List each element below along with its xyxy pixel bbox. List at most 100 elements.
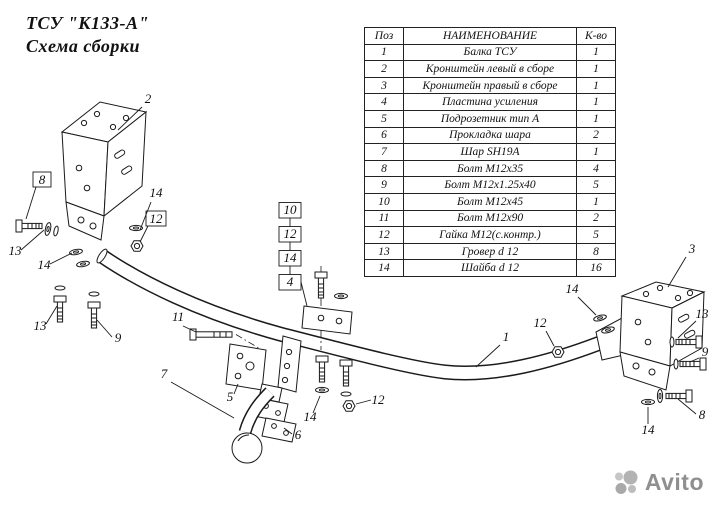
slot-hole [678, 313, 690, 323]
bolt-icon [53, 295, 67, 323]
cell-qty: 5 [576, 226, 616, 244]
bolt-hole [686, 289, 694, 297]
cell-name: Шар SH19A [403, 143, 577, 161]
center-line [235, 334, 263, 351]
callout-number: 12 [284, 226, 298, 241]
cell-name: Прокладка шара [403, 126, 577, 145]
avito-logo-icon [614, 470, 638, 494]
callout-7: 7 [161, 366, 235, 419]
logo-circle [623, 470, 638, 484]
spring-washer-icon [673, 358, 679, 370]
ball-shank-fill [240, 388, 274, 434]
bolt-hole [632, 362, 640, 370]
slot-hole [121, 165, 133, 175]
leader-line [283, 427, 293, 435]
leader-line [233, 383, 239, 395]
main-beam [96, 248, 603, 393]
washer-icon [592, 313, 608, 323]
cell-pos: 10 [364, 192, 404, 211]
callout-number: 13 [696, 306, 710, 321]
callout-13: 13 [34, 305, 58, 333]
washer-icon [68, 247, 84, 257]
washer-icon [315, 386, 329, 394]
spring-washer-icon [88, 291, 100, 297]
cell-name: Подрозетник тип А [403, 109, 577, 128]
cell-name: Кронштейн левый в сборе [403, 60, 577, 78]
bolt-hole [317, 314, 325, 322]
callout-number: 3 [688, 241, 696, 256]
bolt-icon [87, 301, 101, 329]
right-bracket [595, 281, 706, 391]
beam-fill [98, 251, 603, 379]
bolt-hole [281, 376, 289, 384]
callout-box [32, 171, 52, 188]
leader-line [577, 296, 597, 316]
cell-pos: 7 [364, 143, 404, 161]
watermark-text: Avito [644, 469, 704, 495]
ball-sphere [231, 432, 263, 464]
callout-number: 14 [284, 250, 298, 265]
callout-8: 8 [677, 398, 706, 422]
cell-name: Шайба d 12 [403, 259, 577, 277]
col-header-name: НАИМЕНОВАНИЕ [403, 27, 577, 45]
bolt-hole [77, 216, 85, 224]
cell-pos: 6 [364, 126, 404, 145]
cell-qty: 1 [576, 109, 616, 128]
title-line1: ТСУ "К133-А" [26, 13, 149, 33]
callout-14: 14 [304, 395, 321, 424]
cell-qty: 1 [576, 43, 616, 62]
spring-washer-icon [340, 391, 352, 397]
socket-plate [225, 343, 267, 391]
callout-number: 10 [284, 202, 298, 217]
bolt-hole [634, 318, 642, 326]
cell-pos: 2 [364, 60, 404, 78]
beam-flange [277, 335, 302, 393]
leader-line [545, 330, 555, 347]
logo-circle [615, 482, 627, 494]
leader-line [139, 225, 149, 243]
leader-line [20, 229, 45, 251]
cell-pos: 14 [364, 259, 404, 277]
callout-2: 2 [117, 91, 152, 131]
slot-hole [684, 329, 696, 339]
tow-ball [231, 383, 283, 464]
leader-line [49, 252, 73, 265]
bolt-hole [656, 284, 664, 292]
callout-6: 6 [283, 427, 302, 442]
callout-box [145, 210, 167, 227]
bolt-hole [236, 352, 244, 360]
leader-line [475, 344, 501, 368]
callout-number: 14 [566, 281, 580, 296]
callout-5: 5 [227, 383, 239, 404]
ball-highlight [237, 434, 250, 442]
cell-qty: 1 [576, 60, 616, 78]
callout-12: 12 [355, 392, 385, 407]
nut-icon [342, 400, 356, 412]
bolt-icon [15, 219, 43, 233]
callout-number: 8 [39, 172, 46, 187]
cell-pos: 4 [364, 93, 404, 111]
washer-icon [43, 221, 53, 237]
callout-number: 8 [699, 407, 706, 422]
leader-line [667, 256, 687, 288]
cell-qty: 8 [576, 242, 616, 261]
beam-end-cap [96, 248, 108, 264]
plate-face [301, 305, 353, 335]
washer-icon [75, 259, 91, 269]
leader-line [300, 281, 308, 307]
callout-1: 1 [475, 329, 509, 368]
drawing-title: ТСУ "К133-А" Схема сборки [26, 12, 149, 58]
callout-14: 14 [566, 281, 597, 316]
cell-qty: 4 [576, 159, 616, 178]
cell-pos: 11 [364, 209, 404, 228]
bolt-hole [83, 184, 91, 192]
slot-hole [114, 149, 126, 159]
long-bolt [189, 328, 263, 351]
cell-pos: 8 [364, 159, 404, 178]
callout-3: 3 [667, 241, 696, 288]
avito-watermark: Avito [614, 469, 704, 496]
